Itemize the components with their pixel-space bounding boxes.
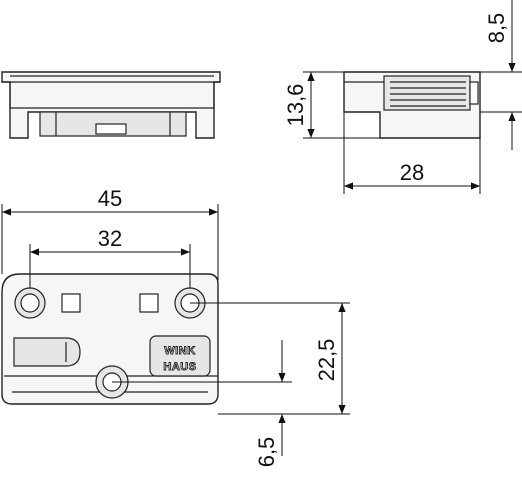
dim-height-side-label: 13,6 xyxy=(283,84,308,127)
dim-hole-to-base: 22,5 xyxy=(190,302,350,415)
brand-logo-line2: HAUS xyxy=(163,361,196,373)
dim-lower-hole-to-base: 6,5 xyxy=(112,340,292,467)
dim-depth: 28 xyxy=(343,112,481,194)
dim-lower-hole-to-base-label: 6,5 xyxy=(254,437,279,468)
dim-hole-to-base-label: 22,5 xyxy=(314,339,339,382)
brand-logo-line1: WINK xyxy=(164,345,195,357)
dim-hole-spacing-label: 32 xyxy=(98,226,122,251)
side-view xyxy=(343,71,481,139)
brand-logo: WINK HAUS xyxy=(149,335,211,377)
dim-depth-label: 28 xyxy=(400,160,424,185)
front-view xyxy=(1,71,221,139)
dim-top-offset-label: 8,5 xyxy=(484,13,509,44)
dim-overall-width: 45 xyxy=(1,186,219,280)
dim-hole-spacing: 32 xyxy=(29,226,191,288)
dim-top-offset: 8,5 xyxy=(480,0,522,150)
dim-height-side: 13,6 xyxy=(283,71,380,139)
dim-overall-width-label: 45 xyxy=(98,186,122,211)
